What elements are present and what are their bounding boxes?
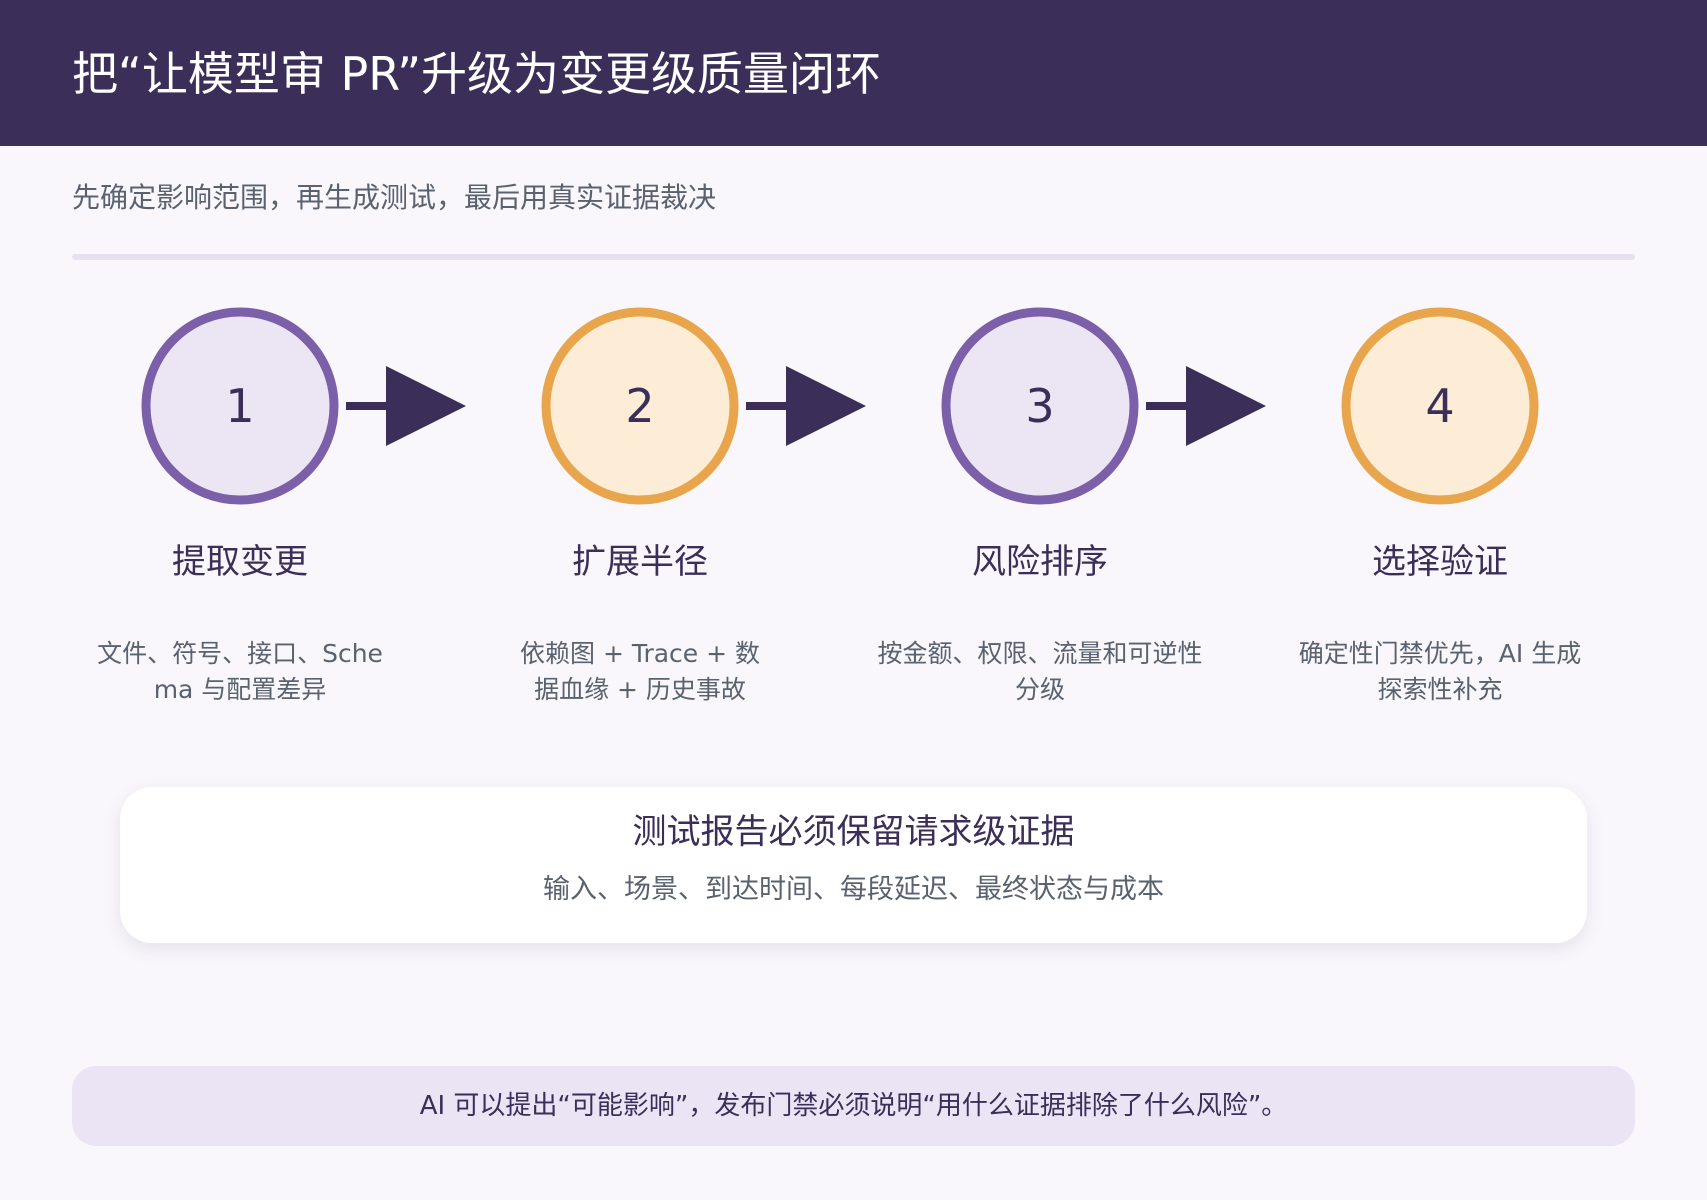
divider [72,254,1635,260]
step-node-2: 2 [541,307,739,505]
step-description-1: 文件、符号、接口、Schema 与配置差异 [97,639,383,704]
step-title-3: 风险排序 [972,542,1108,582]
step-number-2: 2 [625,379,654,433]
evidence-card: 测试报告必须保留请求级证据 输入、场景、到达时间、每段延迟、最终状态与成本 [120,787,1587,943]
step-number-1: 1 [225,379,254,433]
footer-note-text: AI 可以提出“可能影响”，发布门禁必须说明“用什么证据排除了什么风险”。 [419,1091,1288,1121]
arrow-head-2 [786,366,866,446]
step-node-1: 1 [141,307,339,505]
step-node-4: 4 [1341,307,1539,505]
page-subtitle: 先确定影响范围，再生成测试，最后用真实证据裁决 [72,181,717,214]
footer-note: AI 可以提出“可能影响”，发布门禁必须说明“用什么证据排除了什么风险”。 [72,1066,1635,1146]
step-description-2: 依赖图 + Trace + 数据血缘 + 历史事故 [520,639,761,704]
step-title-4: 选择验证 [1372,542,1508,582]
step-number-4: 4 [1425,379,1454,433]
header-banner: 把“让模型审 PR”升级为变更级质量闭环 [0,0,1707,146]
flow-arrow-3 [1146,366,1266,446]
step-description-4: 确定性门禁优先，AI 生成探索性补充 [1298,639,1582,704]
step-title-1: 提取变更 [172,542,308,582]
flow-arrow-1 [346,366,466,446]
step-node-3: 3 [941,307,1139,505]
evidence-card-title: 测试报告必须保留请求级证据 [632,812,1075,852]
process-flow: 1 2 3 4 [141,307,1539,505]
evidence-card-subtitle: 输入、场景、到达时间、每段延迟、最终状态与成本 [543,874,1164,905]
step-circle-4 [1341,307,1539,505]
step-circle-2 [541,307,739,505]
step-number-3: 3 [1025,379,1054,433]
page-title: 把“让模型审 PR”升级为变更级质量闭环 [72,47,882,101]
step-circle-3 [941,307,1139,505]
arrow-head-3 [1186,366,1266,446]
flow-arrow-2 [746,366,866,446]
step-title-2: 扩展半径 [572,542,708,582]
arrow-head-1 [386,366,466,446]
step-description-3: 按金额、权限、流量和可逆性分级 [877,639,1203,704]
step-circle-1 [141,307,339,505]
